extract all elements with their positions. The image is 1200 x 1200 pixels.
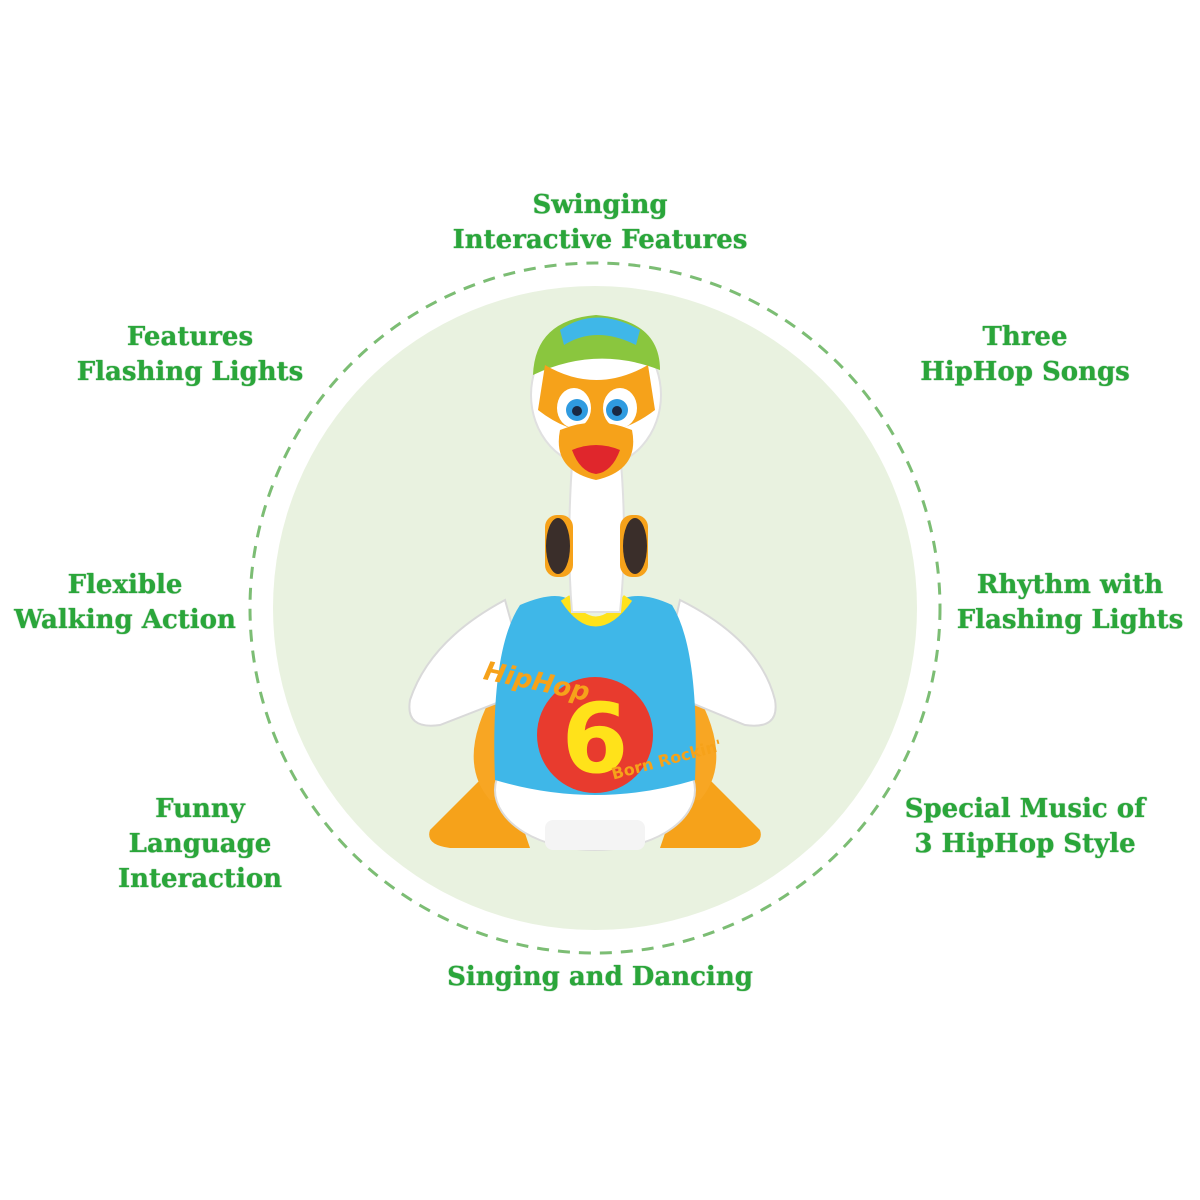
neck: [568, 449, 625, 613]
feature-walking-action: Flexible Walking Action: [0, 568, 260, 638]
feature-line: Flashing Lights: [76, 357, 304, 387]
feature-line: Three: [982, 322, 1068, 352]
feature-line: 3 HipHop Style: [914, 829, 1136, 859]
headphone-left-pad: [546, 518, 570, 574]
dashed-ring: [248, 261, 942, 955]
feature-hiphop-songs: Three HipHop Songs: [875, 320, 1175, 390]
feature-line: Walking Action: [14, 605, 236, 635]
cap-band: [560, 317, 640, 345]
feature-singing-dancing: Singing and Dancing: [390, 960, 810, 995]
feature-line: Funny: [155, 794, 245, 824]
right-pupil-core: [612, 406, 622, 416]
feature-rhythm-lights: Rhythm with Flashing Lights: [935, 568, 1200, 638]
feature-line: Flashing Lights: [956, 605, 1184, 635]
feature-line: Rhythm with: [976, 570, 1164, 600]
left-pupil-core: [572, 406, 582, 416]
mouth: [572, 445, 620, 474]
feature-line: Interaction: [117, 864, 283, 894]
headphone-right-pad: [623, 518, 647, 574]
feature-line: Flexible: [67, 570, 183, 600]
feature-flashing-lights: Features Flashing Lights: [40, 320, 340, 390]
number-badge: [537, 677, 653, 793]
feature-line: Singing and Dancing: [447, 962, 753, 992]
feature-line: Swinging: [532, 190, 668, 220]
feature-line: Language: [128, 829, 272, 859]
feature-line: Interactive Features: [452, 225, 748, 255]
feature-line: Special Music of: [904, 794, 1146, 824]
feature-language-interaction: Funny Language Interaction: [60, 792, 340, 897]
feature-line: HipHop Songs: [920, 357, 1130, 387]
feature-swinging: Swinging Interactive Features: [400, 188, 800, 258]
feature-special-music: Special Music of 3 HipHop Style: [875, 792, 1175, 862]
body-stand: [545, 820, 645, 850]
shirt-number: 6: [562, 683, 629, 795]
feature-line: Features: [126, 322, 254, 352]
